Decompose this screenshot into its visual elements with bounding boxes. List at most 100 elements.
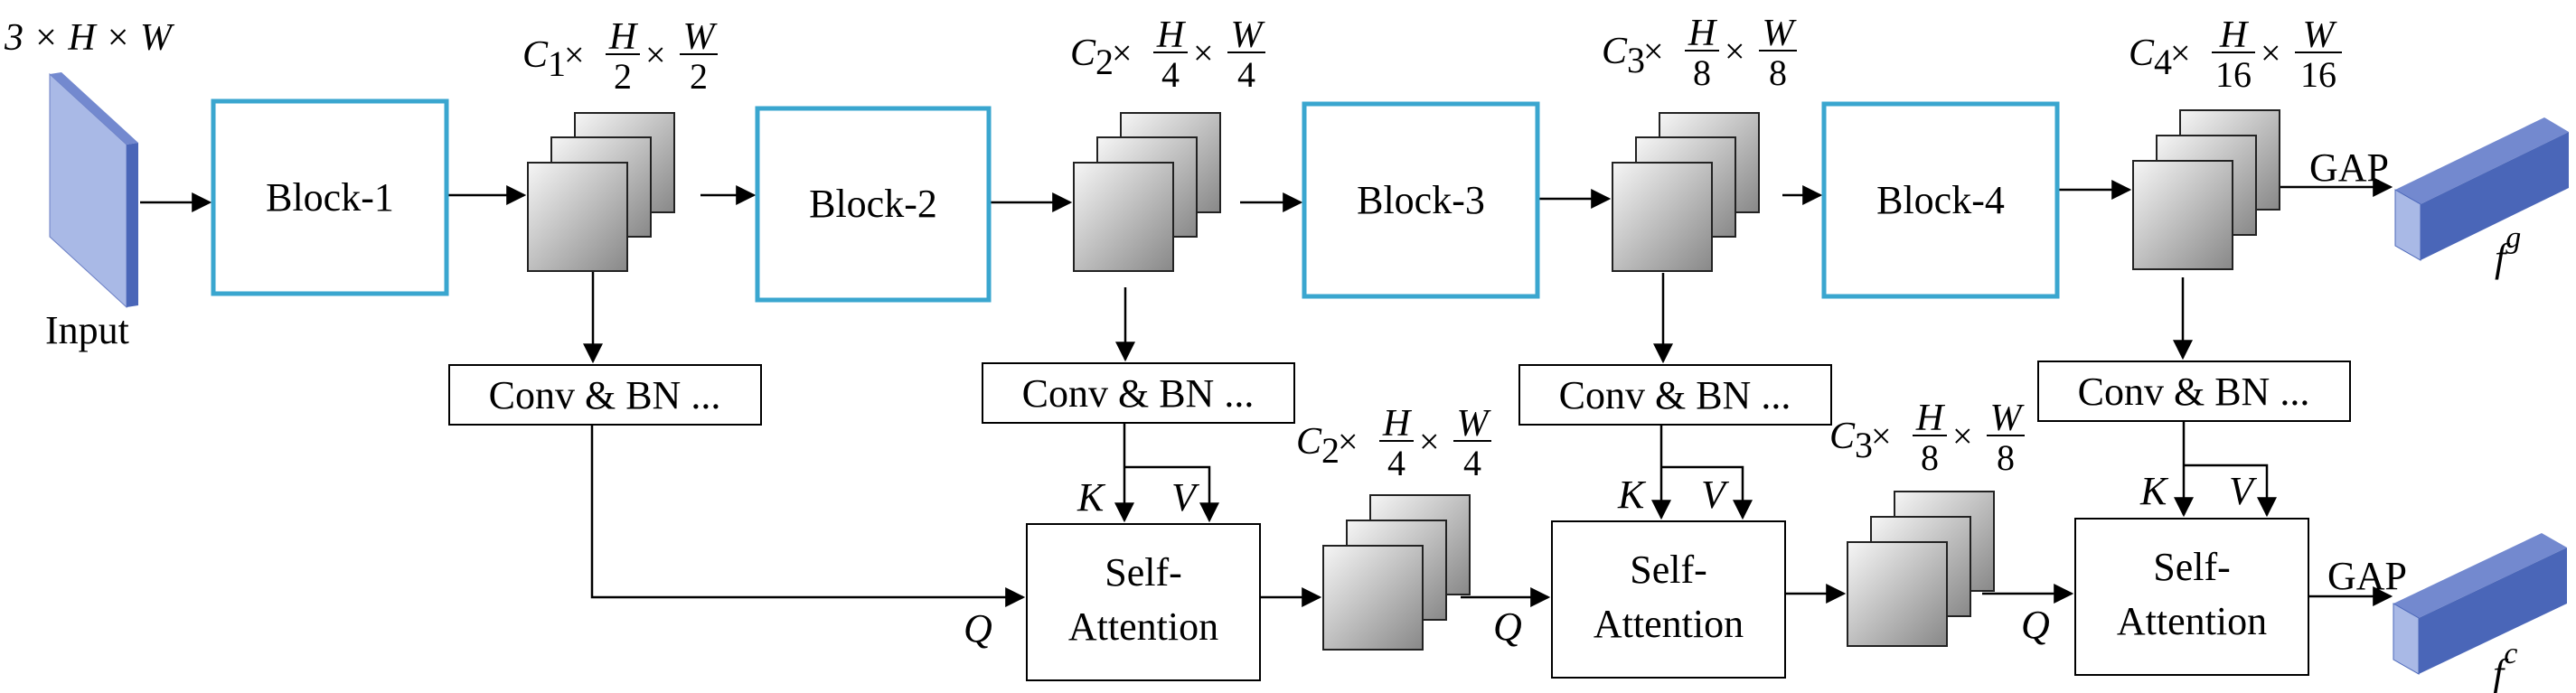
top-dim-3-c: C [1602,31,1628,72]
arrow-conv2-v1 [1124,465,1219,523]
arrow-conv3-v2 [1661,465,1753,520]
self-attention-line2-3: Attention [2117,599,2267,643]
output-label-global-base: fg [2495,221,2521,280]
top-dim-2-sub: 2 [1095,42,1114,82]
bottom-dim-2-w: W [1990,398,2026,439]
v-label-3: V [2229,469,2258,513]
conv-bn-label-4: Conv & BN ... [2078,370,2310,414]
bottom-dim-2-times1: × [1871,416,1892,456]
self-attention-line2-2: Attention [1594,602,1744,646]
bottom-dim-1-hd: 4 [1387,443,1406,483]
self-attention-box-1 [1026,523,1261,681]
block-2-box [755,106,992,303]
arrow-conv1-q1 [590,425,1026,607]
block-4-box [1821,101,2060,299]
v-label-2: V [1701,473,1730,517]
k-label-1: K [1076,475,1106,520]
bottom-dim-2-sub: 3 [1855,425,1873,465]
input-label: Input [45,308,129,352]
q-label-3: Q [2021,603,2050,647]
block-3-box [1302,101,1540,299]
feature-stack-1 [527,112,675,272]
top-dim-4-h: H [2219,14,2250,56]
top-dim-4-w: W [2303,14,2338,56]
top-dim-3-times2: × [1725,31,1745,71]
self-attention-box-3 [2074,518,2309,676]
bottom-dim-2-wd: 8 [1997,437,2015,478]
top-dim-1-sub: 1 [548,43,566,84]
self-attention-line1-3: Self- [2153,545,2231,589]
input-tensor [49,72,138,309]
top-dim-4-sub: 4 [2154,42,2172,82]
top-dim-4-wd: 16 [2300,54,2336,95]
k-label-3: K [2139,469,2169,513]
block-3-label: Block-3 [1357,178,1485,222]
output-vector-cross [2393,533,2567,675]
qkv-labels: Q K V Q K V Q K V [964,469,2258,651]
bottom-dim-1-times2: × [1419,421,1440,462]
conv-bn-label-2: Conv & BN ... [1022,371,1255,416]
top-dim-3-hd: 8 [1693,52,1711,93]
self-attention-group: Self- Attention Self- Attention Self- At… [1026,518,2309,681]
block-2-label: Block-2 [809,182,937,226]
self-attention-line1-1: Self- [1105,550,1182,595]
input-dims: 3 × H × W [4,17,175,59]
k-label-2: K [1617,473,1647,517]
top-dim-3-w: W [1763,13,1798,54]
top-dim-1-w: W [683,16,719,58]
arrow-conv4-v3 [2184,464,2277,518]
conv-bn-group: Conv & BN ... Conv & BN ... Conv & BN ..… [448,361,2351,426]
feature-stack-2 [1073,112,1221,272]
top-dim-4-times1: × [2170,33,2191,73]
top-dim-2-hd: 4 [1161,54,1180,95]
top-dim-4-times2: × [2261,33,2281,73]
conv-bn-box-4 [2037,361,2351,422]
top-dim-1-h: H [608,16,639,58]
q-label-1: Q [964,606,992,651]
block-1-box [211,98,449,296]
top-dim-2-times2: × [1193,33,1214,73]
conv-bn-box-3 [1518,364,1832,426]
feature-stack-3 [1612,112,1760,272]
top-dim-1-times1: × [564,34,585,75]
top-dim-2-times1: × [1112,33,1133,73]
top-dim-1-c: C [522,34,549,76]
block-group: Block-1 Block-2 Block-3 Block-4 [211,98,2060,303]
top-dim-3-h: H [1688,13,1718,54]
feature-stack-4 [2132,109,2280,270]
top-dim-2-h: H [1156,14,1187,56]
top-dim-3-sub: 3 [1627,40,1645,80]
conv-bn-box-1 [448,364,762,426]
feature-stack-6 [1847,491,1995,647]
bottom-dim-1-wd: 4 [1463,443,1481,483]
block-1-label: Block-1 [266,175,394,220]
bottom-dim-1-times1: × [1338,421,1359,462]
bottom-dim-1-h: H [1382,403,1413,445]
bottom-dim-1-c: C [1296,421,1322,463]
self-attention-box-2 [1551,520,1786,679]
conv-bn-label-1: Conv & BN ... [489,373,721,417]
top-dim-1-times2: × [645,34,666,75]
top-dim-2-wd: 4 [1237,54,1255,95]
f-g-sup: g [2505,221,2521,255]
q-label-2: Q [1493,604,1522,649]
top-dim-4-c: C [2129,33,2155,74]
bottom-dim-2-times2: × [1952,416,1973,456]
conv-bn-box-2 [982,362,1295,424]
top-dim-3-wd: 8 [1769,52,1787,93]
top-dim-1-hd: 2 [614,56,632,97]
top-dim-1-wd: 2 [690,56,708,97]
output-vector-global [2394,117,2569,261]
gap-label-cross: GAP [2327,554,2407,598]
bottom-dim-2-hd: 8 [1921,437,1939,478]
f-c-sup: c [2504,637,2517,670]
output-label-cross-base: fc [2493,637,2517,693]
connector-arrows [140,177,2393,607]
top-dim-4-hd: 16 [2215,54,2252,95]
gap-label-global: GAP [2309,145,2389,190]
v-label-1: V [1171,475,1200,520]
self-attention-line1-2: Self- [1630,548,1707,592]
top-dim-2-c: C [1070,33,1096,74]
